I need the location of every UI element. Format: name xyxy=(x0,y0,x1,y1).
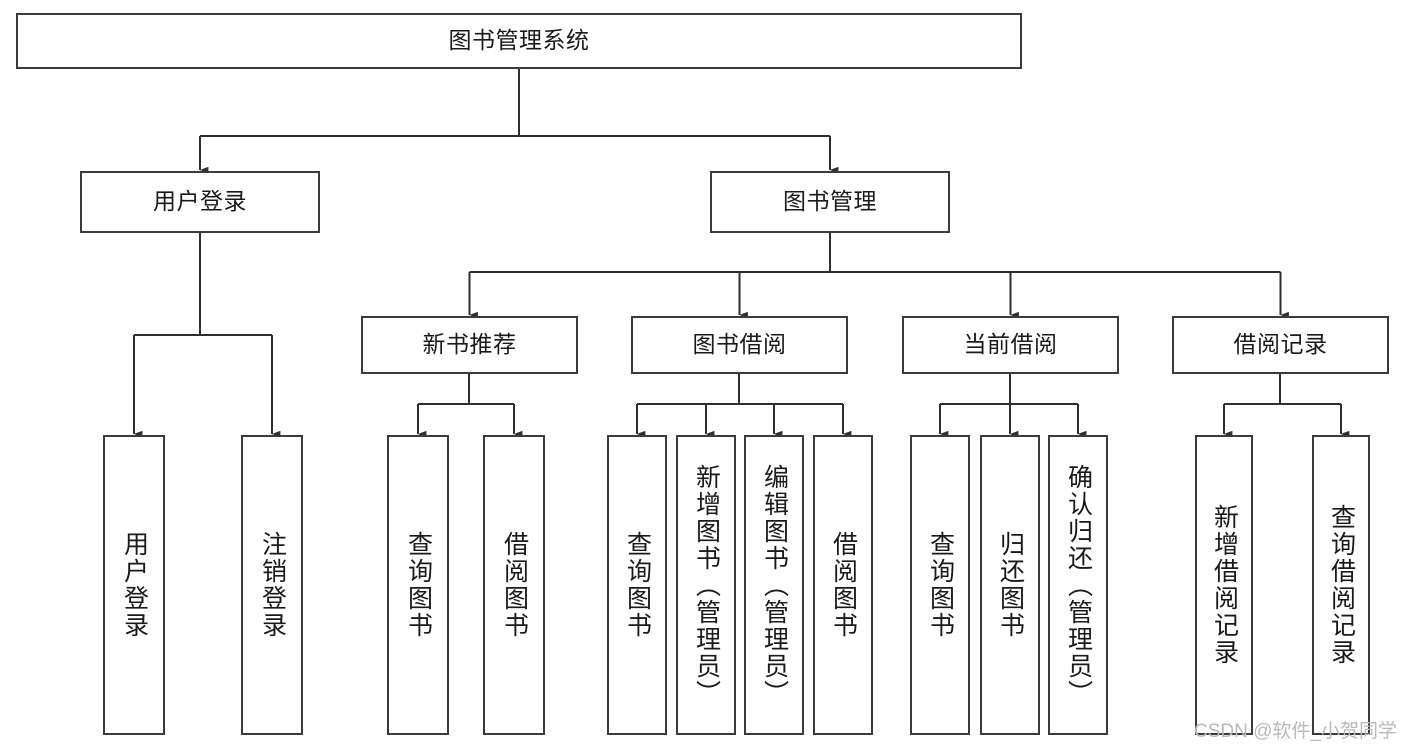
node-new-book-recommend[interactable]: 新书推荐 xyxy=(361,316,578,374)
node-book-manage[interactable]: 图书管理 xyxy=(710,171,950,233)
node-user-login[interactable]: 用户登录 xyxy=(80,171,320,233)
node-label-leaf-query-book-rec: 查询图书 xyxy=(404,531,433,639)
node-label-current-borrow: 当前借阅 xyxy=(963,331,1058,358)
node-label-leaf-add-book: 新增图书（管理员） xyxy=(692,463,721,707)
node-label-root: 图书管理系统 xyxy=(448,27,590,54)
node-leaf-query-book-rec[interactable]: 查询图书 xyxy=(387,435,449,735)
node-leaf-return-book[interactable]: 归还图书 xyxy=(980,435,1040,735)
node-label-book-manage: 图书管理 xyxy=(783,188,877,215)
node-label-leaf-add-record: 新增借阅记录 xyxy=(1210,504,1239,666)
node-leaf-logout[interactable]: 注销登录 xyxy=(241,435,303,735)
node-leaf-query-book-borrow[interactable]: 查询图书 xyxy=(607,435,667,735)
node-label-leaf-confirm-return: 确认归还（管理员） xyxy=(1064,463,1093,707)
node-label-leaf-query-book-current: 查询图书 xyxy=(926,531,955,639)
node-label-leaf-query-book-borrow: 查询图书 xyxy=(623,531,652,639)
node-leaf-user-login[interactable]: 用户登录 xyxy=(103,435,165,735)
node-label-leaf-return-book: 归还图书 xyxy=(996,531,1025,639)
node-label-leaf-logout: 注销登录 xyxy=(258,531,287,639)
node-label-leaf-user-login: 用户登录 xyxy=(120,531,149,639)
node-leaf-add-book[interactable]: 新增图书（管理员） xyxy=(676,435,736,735)
node-label-leaf-borrow-book: 借阅图书 xyxy=(829,531,858,639)
node-root[interactable]: 图书管理系统 xyxy=(16,13,1022,69)
node-label-leaf-edit-book: 编辑图书（管理员） xyxy=(760,463,789,707)
node-borrow-record[interactable]: 借阅记录 xyxy=(1172,316,1389,374)
node-leaf-edit-book[interactable]: 编辑图书（管理员） xyxy=(744,435,804,735)
connector-group xyxy=(132,69,1350,438)
node-current-borrow[interactable]: 当前借阅 xyxy=(902,316,1119,374)
node-label-leaf-query-record: 查询借阅记录 xyxy=(1327,504,1356,666)
node-label-new-book-recommend: 新书推荐 xyxy=(422,331,517,358)
node-label-borrow-record: 借阅记录 xyxy=(1233,331,1328,358)
node-leaf-query-book-current[interactable]: 查询图书 xyxy=(910,435,970,735)
node-book-borrow[interactable]: 图书借阅 xyxy=(631,316,848,374)
node-leaf-add-record[interactable]: 新增借阅记录 xyxy=(1195,435,1253,735)
node-label-book-borrow: 图书借阅 xyxy=(692,331,787,358)
node-leaf-confirm-return[interactable]: 确认归还（管理员） xyxy=(1048,435,1108,735)
node-leaf-query-record[interactable]: 查询借阅记录 xyxy=(1312,435,1370,735)
node-leaf-borrow-book[interactable]: 借阅图书 xyxy=(813,435,873,735)
node-label-leaf-borrow-book-rec: 借阅图书 xyxy=(500,531,529,639)
node-leaf-borrow-book-rec[interactable]: 借阅图书 xyxy=(483,435,545,735)
node-label-user-login: 用户登录 xyxy=(153,188,247,215)
